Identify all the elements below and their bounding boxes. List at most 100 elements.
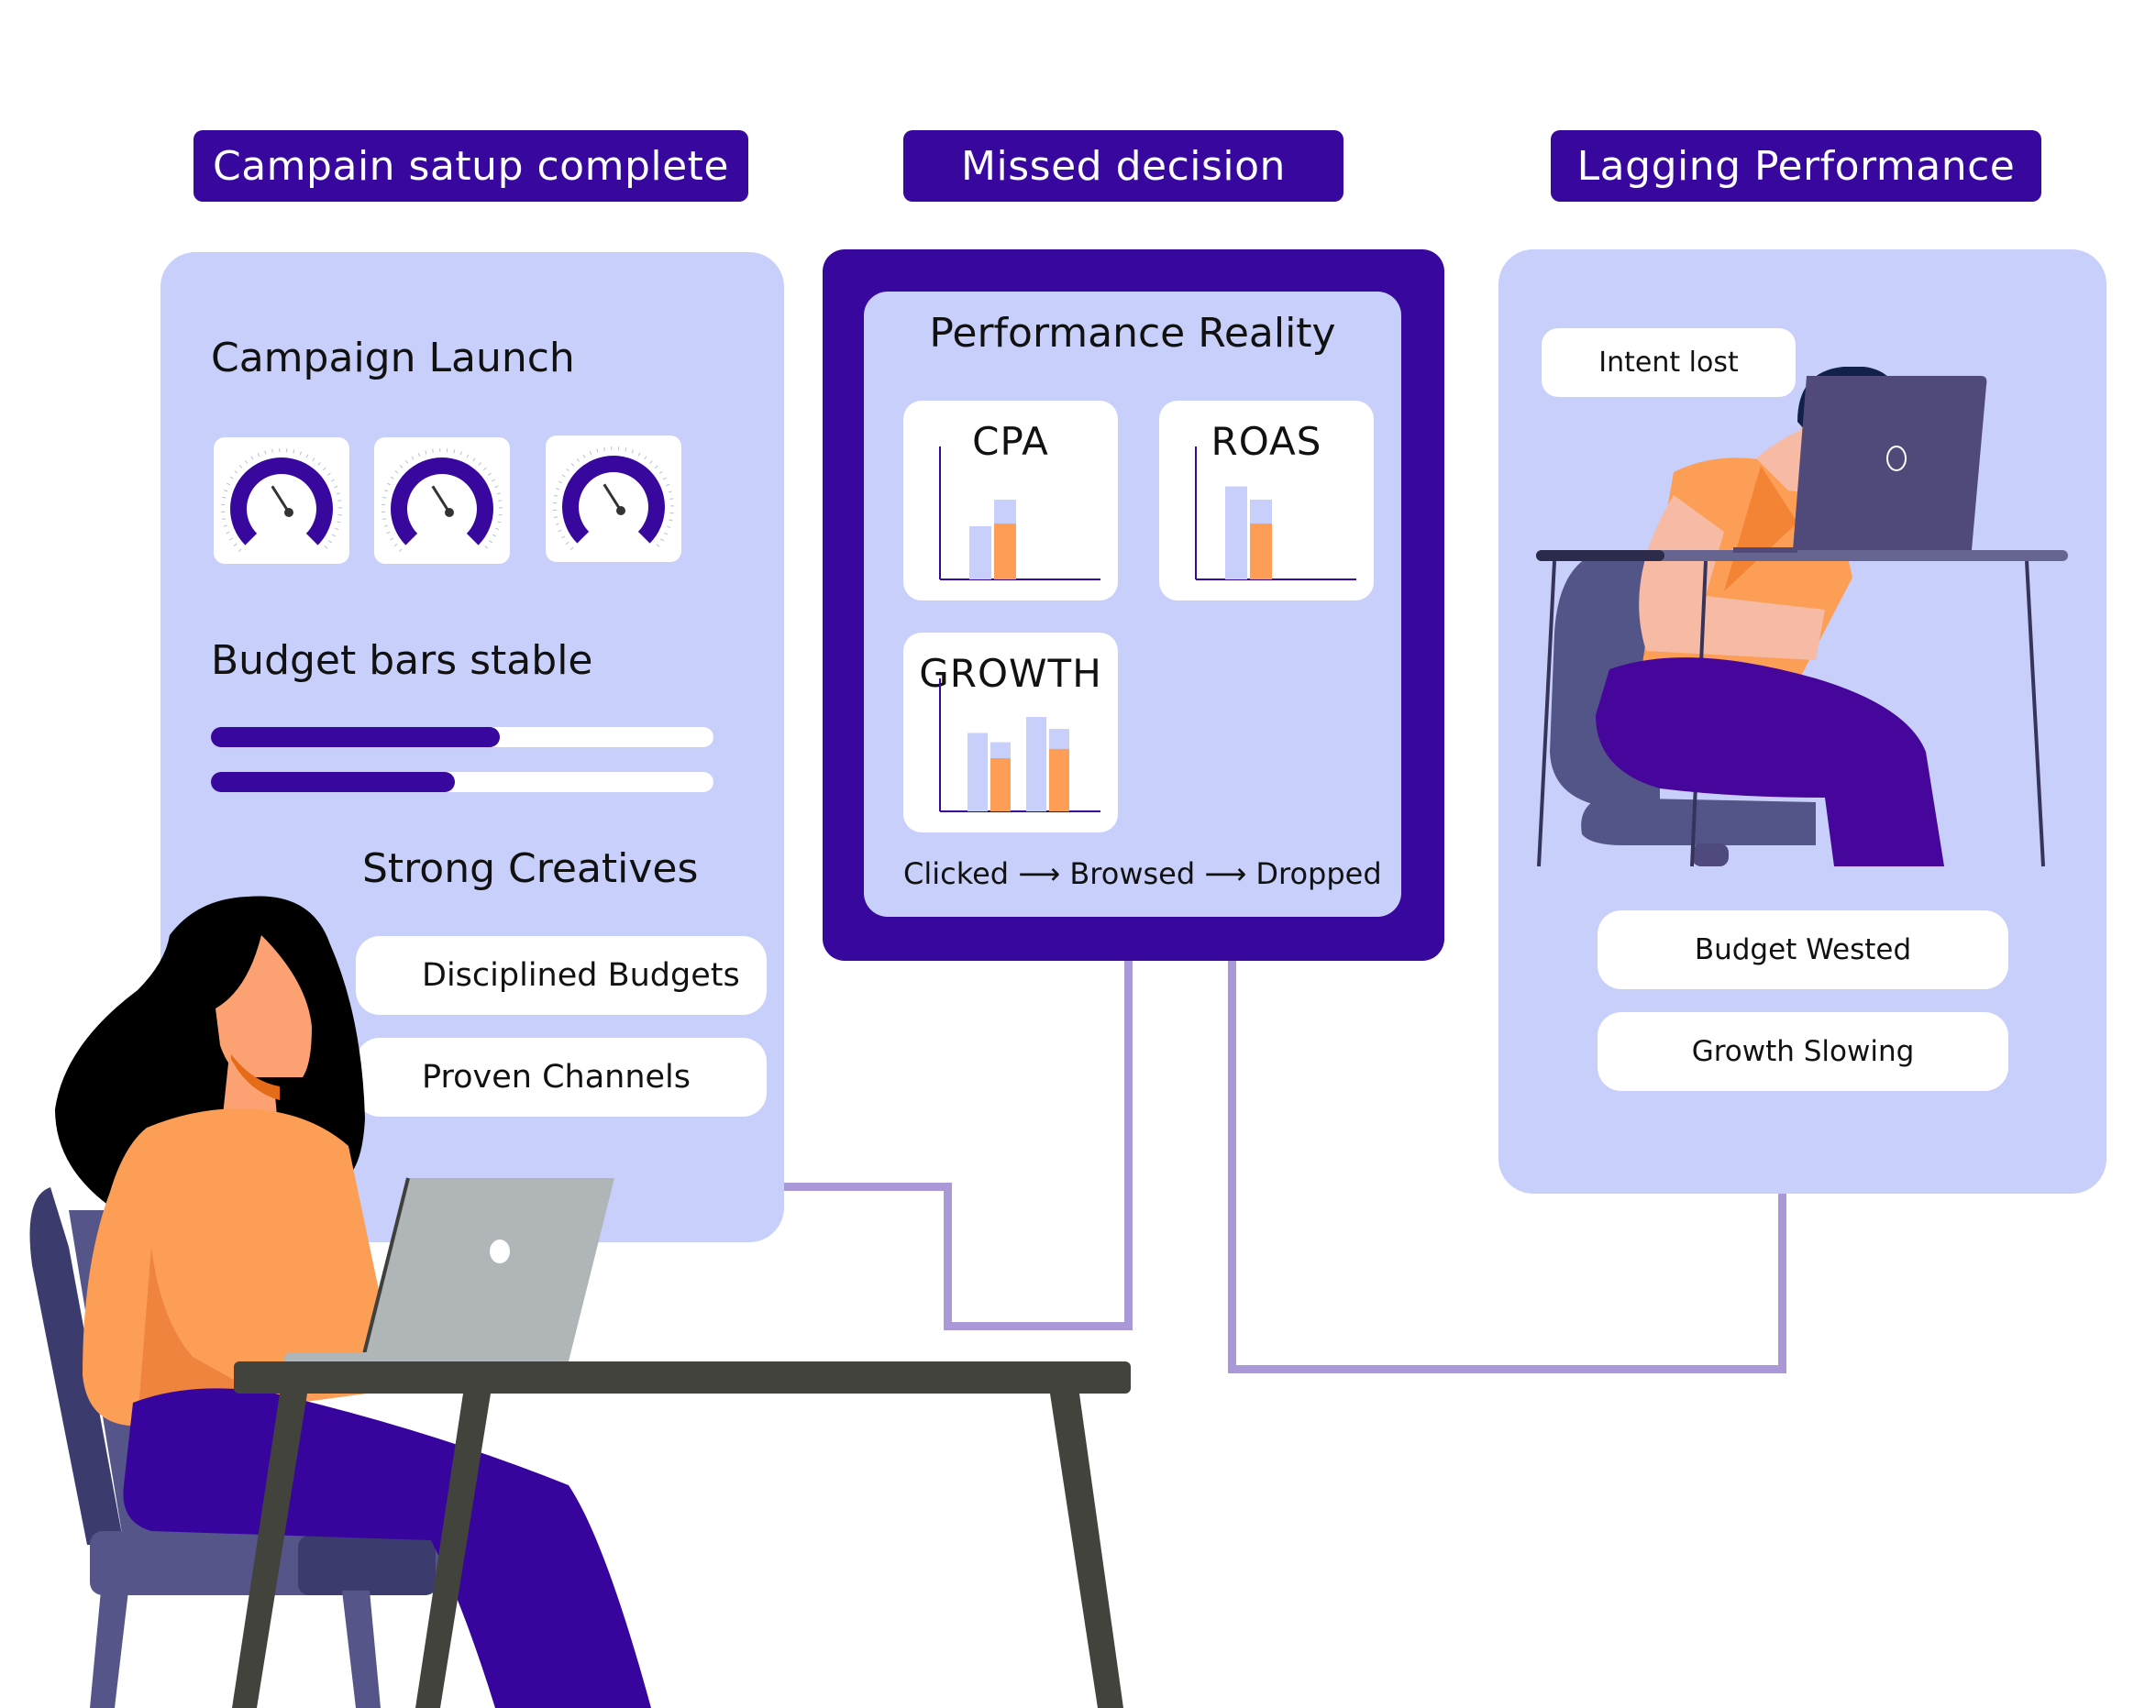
gauge-tick	[221, 518, 227, 520]
gauge-tick	[250, 456, 254, 460]
gauge-tick	[411, 456, 415, 460]
gauge-tick	[625, 447, 627, 452]
bar-baseline-C	[1026, 717, 1046, 811]
chip-intent-lost: Intent lost	[1542, 328, 1796, 397]
gauge-tick	[317, 462, 321, 466]
gauge-tick	[224, 490, 228, 492]
chip-label: Proven Channels	[422, 1059, 691, 1096]
gauge-tick	[229, 537, 234, 541]
gauge-tick	[667, 525, 671, 529]
gauge-tick	[660, 538, 664, 542]
funnel-step-clicked: Clicked	[903, 856, 1010, 891]
desk-top	[1536, 550, 2068, 561]
connector-left-to-middle-h2	[944, 1322, 1133, 1330]
gauge-tick	[328, 540, 332, 544]
gauge-tick	[390, 476, 394, 479]
roas-chart-title: ROAS	[1211, 419, 1322, 464]
gauge-tick	[631, 449, 634, 454]
gauge-tick	[658, 470, 663, 474]
gauge-tick	[459, 451, 462, 456]
woman-at-desk-illustration	[29, 896, 1131, 1708]
gauge-tick	[312, 457, 315, 462]
bar-actual-B	[1250, 523, 1272, 579]
laptop-screen	[362, 1178, 614, 1361]
gauge-tick	[386, 531, 391, 534]
gauge-tick	[271, 448, 273, 453]
gauge-tick	[497, 521, 502, 523]
gauge-tick	[483, 467, 487, 471]
chair-stem	[1692, 843, 1729, 866]
gauge-tick	[561, 474, 566, 478]
gauge-tick	[664, 532, 669, 535]
gauge-tick	[603, 446, 605, 451]
gauge-tick	[576, 457, 580, 462]
speedometer-icon	[553, 446, 674, 551]
chip-proven-channels: Proven Channels	[356, 1038, 767, 1117]
gauge-tick	[472, 457, 476, 462]
roas-chart-card: ROAS	[1159, 401, 1374, 601]
gauge-tick	[233, 543, 238, 547]
gauge-tick	[496, 492, 501, 495]
gauge-tick	[489, 540, 492, 544]
roas-chart	[1195, 446, 1356, 580]
gauge-tick	[432, 448, 434, 453]
woman-neck-shadow	[231, 1054, 280, 1100]
gauge-arc	[562, 456, 665, 544]
gauge-tick	[223, 524, 227, 527]
gauge-tick	[561, 535, 566, 539]
cpa-chart-title: CPA	[972, 419, 1049, 464]
gauge-tick	[390, 537, 394, 541]
gauge-tick	[566, 468, 570, 472]
gauge-tick	[453, 449, 456, 454]
chair-seat	[1581, 798, 1816, 845]
gauge-tick	[655, 465, 658, 469]
gauge-tick	[417, 453, 421, 457]
gauge-tick	[257, 453, 260, 457]
man-arm	[1639, 495, 1825, 660]
gauge-tick	[558, 529, 562, 533]
gauge-tick	[244, 459, 249, 464]
gauge-tick	[662, 477, 667, 480]
gauge-tick	[293, 449, 295, 454]
gauge-arc	[230, 457, 333, 545]
gauge-tick	[565, 541, 569, 545]
chip-label: Intent lost	[1598, 347, 1739, 379]
gauge-tick	[234, 470, 238, 474]
chip-growth-slowing: Growth Slowing	[1598, 1012, 2008, 1091]
desk-top	[234, 1361, 1131, 1394]
gauge-tick	[656, 544, 660, 547]
gauge-tick	[382, 496, 387, 499]
gauge-tick	[222, 496, 227, 499]
gauge-tick	[569, 546, 574, 551]
gauge-tick	[229, 476, 234, 479]
stage-label-lagging-performance: Lagging Performance	[1551, 130, 2041, 202]
arrow-right-icon: ⟶	[1204, 856, 1247, 891]
chip-disciplined-budgets: Disciplined Budgets	[356, 936, 767, 1015]
campaign-launch-title: Campaign Launch	[211, 335, 575, 381]
funnel-step-browsed: Browsed	[1069, 856, 1196, 891]
gauge-tick	[649, 460, 653, 464]
gauge-tick	[570, 463, 575, 467]
gauge-tick	[491, 479, 495, 482]
chair-seat-dark	[298, 1536, 436, 1595]
gauge-tick	[337, 521, 341, 523]
budget-bars-title: Budget bars stable	[211, 637, 593, 684]
desk-leg	[232, 1394, 307, 1708]
gauge-tick	[495, 527, 500, 531]
cpa-chart	[939, 446, 1100, 580]
connector-left-to-middle-v2	[1124, 953, 1133, 1330]
laptop-logo-icon	[1886, 446, 1907, 471]
gauge-tick	[596, 448, 599, 453]
gauge-tick	[398, 548, 403, 553]
gauge-tick	[238, 548, 242, 553]
gauge-tick	[487, 472, 492, 476]
connector-middle-to-right-v2	[1778, 1190, 1786, 1373]
gauge-tick	[332, 534, 337, 537]
chair-leg	[90, 1591, 128, 1708]
gauge-needle	[603, 483, 623, 512]
budget-bar-2-fill	[211, 772, 455, 792]
connector-left-to-middle-h1	[779, 1183, 952, 1191]
arrow-right-icon: ⟶	[1018, 856, 1061, 891]
gauge-tick	[553, 516, 558, 518]
frustrated-man-illustration	[1536, 367, 2068, 867]
